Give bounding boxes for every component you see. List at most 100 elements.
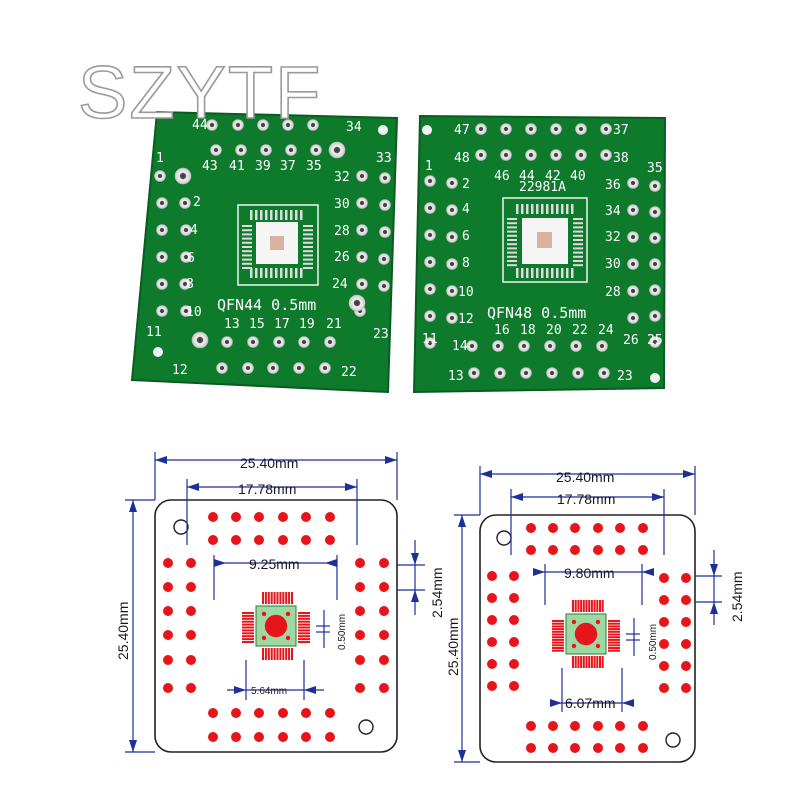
pin-hole <box>572 367 584 379</box>
pin-hole <box>257 119 269 131</box>
pad-dot <box>487 571 497 581</box>
pin-hole <box>267 362 279 374</box>
pad-dot <box>509 593 519 603</box>
pad-dot <box>379 558 389 568</box>
pad-dot <box>487 659 497 669</box>
pin-label: 6 <box>187 251 195 266</box>
pad-dot <box>254 708 264 718</box>
pin-hole <box>446 204 458 216</box>
pin-label: 41 <box>229 159 245 174</box>
pin-label: 12 <box>458 312 474 327</box>
dimension-label: 5.64mm <box>251 686 287 697</box>
pad-dot <box>355 683 365 693</box>
pin-label: 8 <box>186 277 194 292</box>
pin-label: 12 <box>172 363 188 378</box>
pin-hole <box>154 170 166 182</box>
pin-hole <box>379 172 391 184</box>
pad-dot <box>163 582 173 592</box>
pad-dot <box>526 545 536 555</box>
board-title: QFN48 0.5mm <box>487 304 586 322</box>
dimension-label: 2.54mm <box>729 571 745 622</box>
pin-hole <box>446 258 458 270</box>
pad-dot <box>509 637 519 647</box>
pin-hole <box>180 251 192 263</box>
dimension-label: 2.54mm <box>429 567 445 618</box>
pin-hole <box>598 367 610 379</box>
pad-dot <box>325 732 335 742</box>
pin-holes <box>422 123 661 383</box>
pin-label: 32 <box>334 170 350 185</box>
pin-hole <box>544 340 556 352</box>
pad-dot <box>163 606 173 616</box>
pin-hole <box>221 336 233 348</box>
pad-dot <box>638 743 648 753</box>
pad-dot <box>570 721 580 731</box>
pad-dot <box>659 573 669 583</box>
pin-label: 33 <box>376 151 392 166</box>
pin-hole <box>206 119 218 131</box>
pad-dot <box>355 606 365 616</box>
pin-label: 40 <box>570 169 586 184</box>
pin-label: 18 <box>520 323 536 338</box>
pad-dot <box>509 659 519 669</box>
pin-label: 2 <box>462 177 470 192</box>
pad-dot <box>593 523 603 533</box>
pin-hole <box>424 283 436 295</box>
pin-hole <box>378 253 390 265</box>
pin-hole <box>247 336 259 348</box>
pin-hole <box>424 310 436 322</box>
pad-dot <box>615 545 625 555</box>
pin-hole <box>627 231 639 243</box>
pad-dot <box>208 512 218 522</box>
pin-hole <box>492 340 504 352</box>
pin-hole <box>191 331 209 349</box>
pin-hole <box>525 149 537 161</box>
watermark: SZYTF <box>78 51 322 134</box>
pad-dot <box>186 683 196 693</box>
pin-hole <box>446 312 458 324</box>
pad-dot <box>186 582 196 592</box>
pin-hole <box>307 119 319 131</box>
pad-dot <box>325 512 335 522</box>
pin-hole <box>525 123 537 135</box>
pad-dot <box>278 512 288 522</box>
pin-label: 6 <box>462 229 470 244</box>
pin-label: 1 <box>156 151 164 166</box>
pin-hole <box>356 251 368 263</box>
pad-dot <box>325 535 335 545</box>
dimension-label: 25.40mm <box>556 469 614 485</box>
dimension-drawing-right: 25.40mm 17.78mm 9.80mm 25.40mm 2.54mm 0.… <box>445 466 745 763</box>
pin-hole <box>627 285 639 297</box>
pad-dot <box>681 661 691 671</box>
pin-hole <box>649 284 661 296</box>
pad-dot <box>548 721 558 731</box>
pcb-board-qfn48: QFN48 0.5mm 22981A 47 37 48 46 44 42 40 … <box>412 114 667 394</box>
pad-dot <box>659 595 669 605</box>
pad-dot <box>526 743 536 753</box>
pin-hole <box>156 224 168 236</box>
pin-label: 4 <box>190 223 198 238</box>
dimension-drawing-left: 25.40mm 17.78mm 9.25mm 25.40mm 2.54mm 0.… <box>115 452 445 753</box>
pin-hole <box>424 202 436 214</box>
pad-dot <box>231 732 241 742</box>
pin-label: 16 <box>494 323 510 338</box>
pad-dot <box>163 655 173 665</box>
pin-label: 23 <box>617 369 633 384</box>
pad-dot <box>681 573 691 583</box>
qfn-footprint <box>237 204 319 286</box>
pad-dot <box>593 721 603 731</box>
pin-hole <box>627 258 639 270</box>
dimension-label: 25.40mm <box>115 602 131 660</box>
pad-dot <box>526 523 536 533</box>
pad-dot <box>548 523 558 533</box>
pin-hole <box>156 251 168 263</box>
pin-hole <box>310 144 322 156</box>
pin-label: 46 <box>494 169 510 184</box>
dimension-label: 25.40mm <box>240 455 298 471</box>
board-title: QFN44 0.5mm <box>217 296 316 314</box>
pin-label: 42 <box>545 169 561 184</box>
pin-hole <box>180 305 192 317</box>
pin-hole <box>379 226 391 238</box>
pad-dot <box>163 683 173 693</box>
